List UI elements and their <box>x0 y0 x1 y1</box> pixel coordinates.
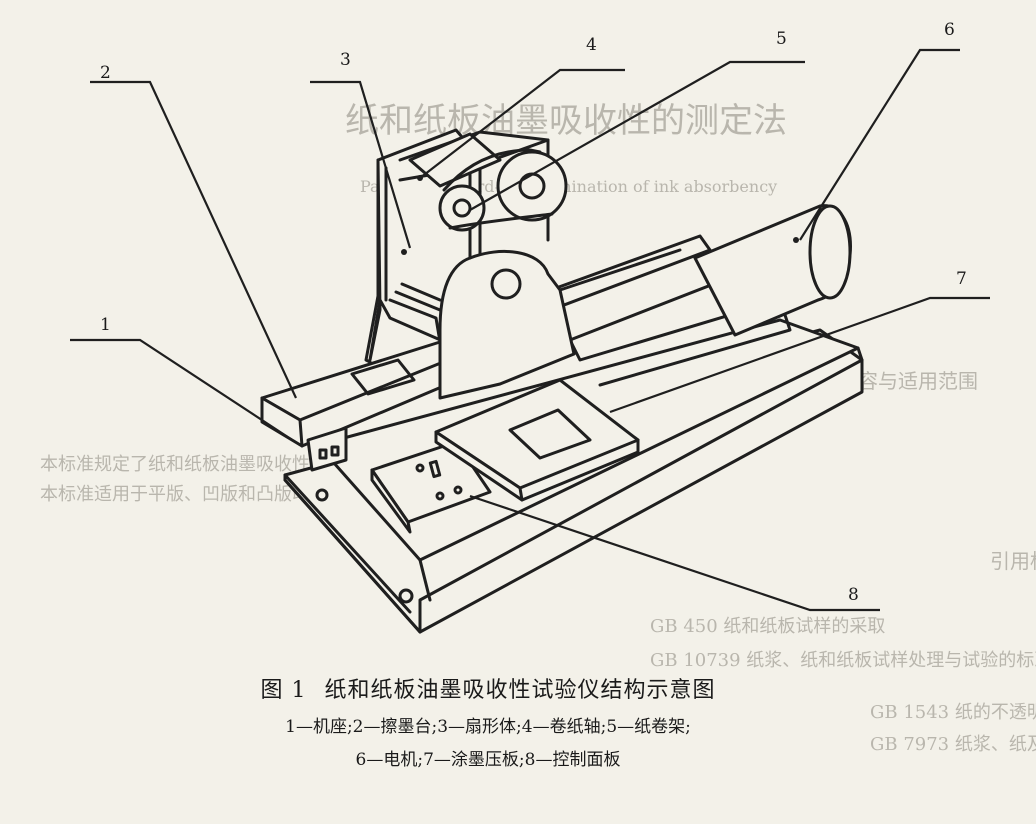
paper-roll-frame <box>398 130 576 400</box>
callout-8: 8 <box>848 585 859 605</box>
leader-lines <box>70 48 990 612</box>
callout-7: 7 <box>956 269 967 289</box>
figure-title-line: 图 1 纸和纸板油墨吸收性试验仪结构示意图 <box>0 672 1036 704</box>
bleed-body1: 本标准规定了纸和纸板油墨吸收性测定方法 <box>40 454 382 475</box>
leader-6 <box>799 48 960 241</box>
callout-5: 5 <box>776 29 787 49</box>
figure-legend-line1: 1—机座;2—擦墨台;3—扇形体;4—卷纸轴;5—纸卷架; <box>285 717 691 737</box>
belt-pulley <box>438 148 568 232</box>
bleed-section: 容与适用范围 <box>858 369 978 393</box>
figure-caption: 图 1 纸和纸板油墨吸收性试验仪结构示意图 1—机座;2—擦墨台;3—扇形体;4—… <box>0 672 1036 770</box>
callout-2: 2 <box>100 63 111 83</box>
figure-number: 图 1 <box>260 678 307 703</box>
leader-1 <box>70 338 301 446</box>
callout-3: 3 <box>340 50 351 70</box>
leader-2 <box>90 80 297 399</box>
bleed-ref3: GB 1543 纸的不透明度（纸背衬）的测定 <box>870 702 1036 723</box>
leader-5 <box>469 60 805 211</box>
figure-legend-line2: 6—电机;7—涂墨压板;8—控制面板 <box>355 750 621 770</box>
bleed-ref2: GB 10739 纸浆、纸和纸板试样处理与试验的标准大气 <box>650 650 1036 671</box>
ink-press-plate <box>434 378 640 502</box>
bleed-ref4: GB 7973 纸浆、纸及纸板漫反射因数测定法 <box>870 734 1036 755</box>
callout-1: 1 <box>100 315 111 335</box>
callout-4: 4 <box>586 35 597 55</box>
leader-3 <box>310 80 412 249</box>
bleed-ref: 引用标准 <box>990 549 1036 573</box>
leader-7 <box>609 296 990 414</box>
bleed-ref1: GB 450 纸和纸板试样的采取 <box>650 616 885 637</box>
bleed-heading-cn: 纸和纸板油墨吸收性的测定法 <box>345 101 787 141</box>
figure-title: 纸和纸板油墨吸收性试验仪结构示意图 <box>324 678 716 703</box>
callout-6: 6 <box>944 20 955 40</box>
control-panel <box>370 440 492 534</box>
motor <box>693 204 852 337</box>
callout-numbers: 1 2 3 4 5 6 7 8 <box>100 20 967 605</box>
leader-8 <box>469 494 880 612</box>
leader-4 <box>419 68 625 179</box>
